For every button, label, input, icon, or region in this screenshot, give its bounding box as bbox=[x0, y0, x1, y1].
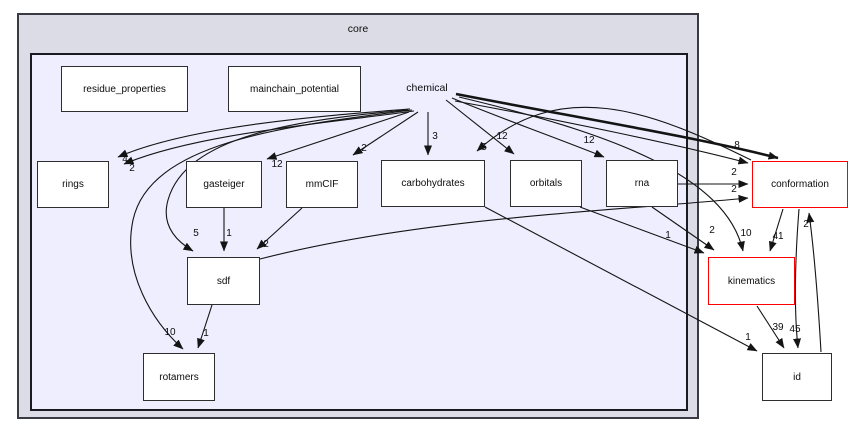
edge-chemical-to-rings bbox=[123, 110, 415, 165]
edge-orbitals-to-kinematics bbox=[579, 206, 705, 254]
node-conformation[interactable]: conformation bbox=[752, 161, 848, 208]
edge-sdf-to-rotamers bbox=[197, 304, 213, 349]
node-rotamers[interactable]: rotamers bbox=[143, 353, 215, 401]
edge-chemical-to-mmCIF bbox=[352, 111, 419, 156]
edge-chemical-to-gasteiger bbox=[266, 111, 410, 160]
node-carbohydrates[interactable]: carbohydrates bbox=[381, 160, 485, 207]
edge-count-gasteiger-to-sdf: 1 bbox=[226, 228, 232, 239]
edge-chemical-to-conformation bbox=[454, 100, 749, 165]
edge-chemical-to-conformation bbox=[455, 92, 779, 160]
edge-count-rna-to-conformation: 2 bbox=[731, 167, 737, 178]
edge-count-chemical-to-rings: 2 bbox=[129, 163, 135, 174]
edge-count-rna-to-kinematics: 2 bbox=[709, 225, 715, 236]
edge-count-chemical-to-rings: 4 bbox=[122, 154, 128, 165]
edge-count-sdf-to-rotamers: 1 bbox=[203, 328, 209, 339]
edge-conformation-to-carbohydrates bbox=[476, 106, 752, 161]
edge-count-chemical-to-mmCIF: 2 bbox=[361, 143, 367, 154]
cluster-chemical-label[interactable]: chemical bbox=[406, 82, 448, 94]
edge-count-conformation-to-carbohydrates: 5 bbox=[481, 142, 487, 153]
node-rna[interactable]: rna bbox=[606, 160, 678, 207]
edge-kinematics-to-id bbox=[756, 305, 785, 349]
edge-count-orbitals-to-kinematics: 1 bbox=[665, 230, 671, 241]
edge-chemical-to-rna bbox=[451, 97, 605, 158]
edge-count-chemical-to-rna: 12 bbox=[583, 135, 595, 146]
edge-count-kinematics-to-id: 39 bbox=[772, 322, 784, 333]
node-mmCIF[interactable]: mmCIF bbox=[286, 161, 358, 208]
edge-chemical-to-orbitals bbox=[445, 99, 515, 155]
edge-count-id-to-conformation: 2 bbox=[803, 219, 809, 230]
node-rings[interactable]: rings bbox=[37, 161, 109, 208]
node-orbitals[interactable]: orbitals bbox=[510, 160, 582, 207]
node-mainchain_potential[interactable]: mainchain_potential bbox=[228, 66, 361, 112]
node-residue_properties[interactable]: residue_properties bbox=[61, 66, 188, 112]
edge-chemical-to-kinematics bbox=[458, 96, 745, 252]
edge-chemical-to-rings bbox=[117, 108, 411, 158]
edge-count-chemical-to-conformation: 8 bbox=[734, 140, 740, 151]
edge-count-carbohydrates-to-id: 1 bbox=[745, 332, 751, 343]
edge-count-mmCIF-to-sdf: 2 bbox=[263, 239, 269, 250]
node-id[interactable]: id bbox=[762, 353, 832, 401]
edge-chemical-to-rotamers bbox=[130, 109, 413, 350]
edge-sdf-to-conformation bbox=[259, 194, 749, 260]
edge-conformation-to-id bbox=[793, 208, 801, 349]
edge-count-conformation-to-kinematics: 41 bbox=[772, 231, 784, 242]
cluster-core-label: core bbox=[347, 23, 369, 35]
edge-count-chemical-to-gasteiger: 12 bbox=[271, 159, 283, 170]
edge-count-chemical-to-sdf: 5 bbox=[193, 228, 199, 239]
edge-mmCIF-to-sdf bbox=[256, 207, 303, 250]
edge-id-to-conformation bbox=[806, 212, 822, 353]
node-sdf[interactable]: sdf bbox=[187, 257, 260, 305]
edge-count-chemical-to-rotamers: 10 bbox=[164, 327, 176, 338]
edge-count-chemical-to-orbitals: 12 bbox=[496, 131, 508, 142]
edge-conformation-to-kinematics bbox=[768, 208, 784, 252]
edge-count-conformation-to-id: 45 bbox=[789, 324, 801, 335]
edge-count-sdf-to-conformation: 2 bbox=[731, 184, 737, 195]
node-kinematics[interactable]: kinematics bbox=[708, 257, 795, 305]
node-gasteiger[interactable]: gasteiger bbox=[186, 161, 262, 208]
edge-count-chemical-to-kinematics: 10 bbox=[740, 228, 752, 239]
edge-rna-to-kinematics bbox=[651, 206, 715, 251]
edge-carbohydrates-to-id bbox=[484, 206, 758, 352]
edge-count-chemical-to-carbohydrates: 3 bbox=[432, 131, 438, 142]
